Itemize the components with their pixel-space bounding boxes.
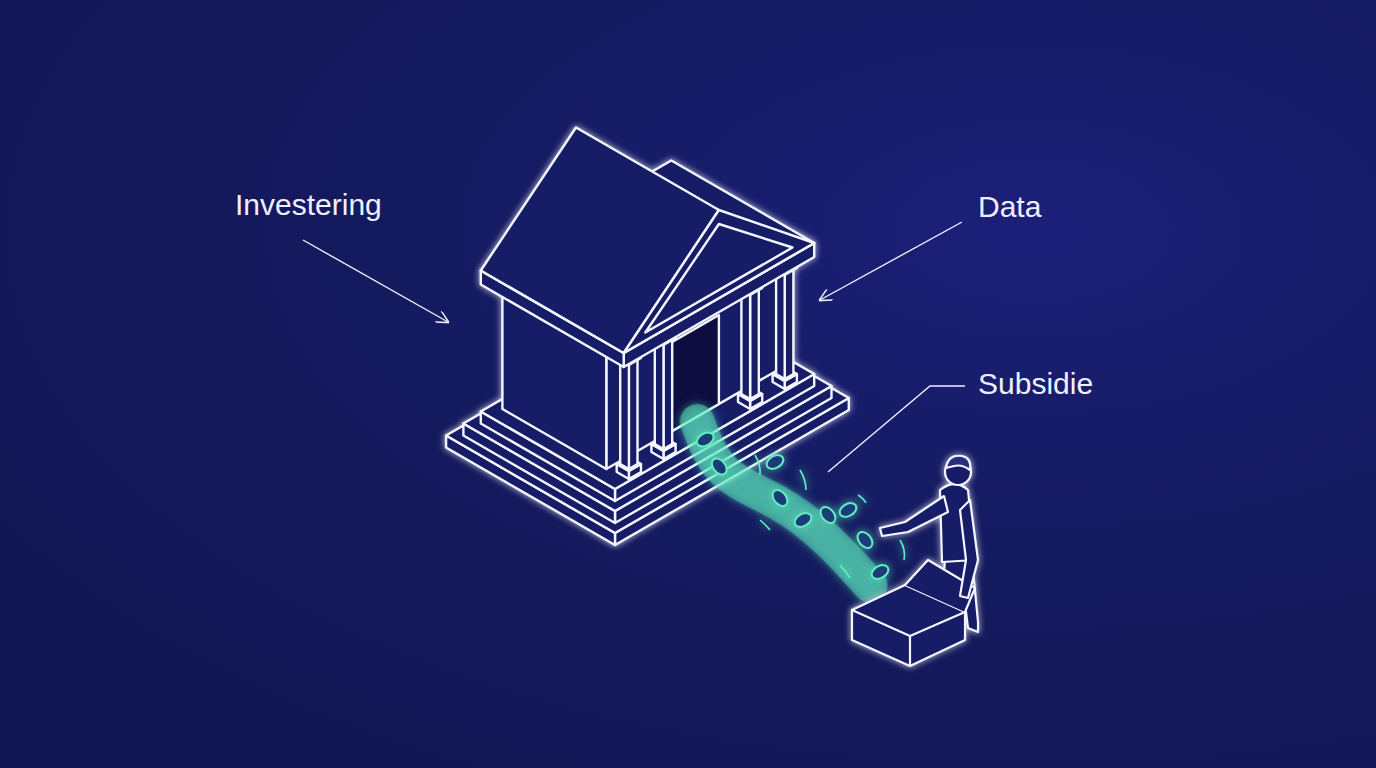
column xyxy=(785,268,794,379)
column xyxy=(750,288,759,399)
hair xyxy=(946,456,970,470)
coin xyxy=(837,500,859,519)
coin xyxy=(764,452,786,471)
coin xyxy=(709,456,730,478)
column xyxy=(629,358,638,469)
column xyxy=(620,358,629,469)
motion-mark xyxy=(760,520,770,530)
person-figure xyxy=(852,456,978,666)
coin xyxy=(855,529,876,551)
coin xyxy=(694,430,716,449)
coin-stream xyxy=(694,422,904,586)
callout-label: Investering xyxy=(235,188,382,221)
stream-band xyxy=(697,422,870,586)
leader-lines xyxy=(303,222,965,472)
arm xyxy=(960,500,978,598)
motion-mark xyxy=(840,565,850,578)
leader-arrow xyxy=(303,240,448,322)
column xyxy=(776,268,785,379)
column xyxy=(741,288,750,399)
coin xyxy=(792,510,814,529)
motion-mark xyxy=(858,495,866,503)
leader-arrow xyxy=(820,222,962,300)
column xyxy=(655,338,664,449)
callout-label: Subsidie xyxy=(978,367,1093,400)
box-edges xyxy=(852,610,965,666)
bank-building xyxy=(446,128,849,546)
leader-line xyxy=(828,386,965,472)
column xyxy=(664,338,673,449)
motion-mark xyxy=(755,455,760,475)
coin xyxy=(770,487,791,509)
coin xyxy=(869,562,891,581)
motion-mark xyxy=(800,470,806,490)
pediment xyxy=(624,210,815,353)
arm xyxy=(880,496,948,536)
pediment-inner xyxy=(645,224,792,333)
motion-mark xyxy=(900,540,905,560)
callout-label: Data xyxy=(978,190,1041,223)
coin xyxy=(818,504,839,526)
